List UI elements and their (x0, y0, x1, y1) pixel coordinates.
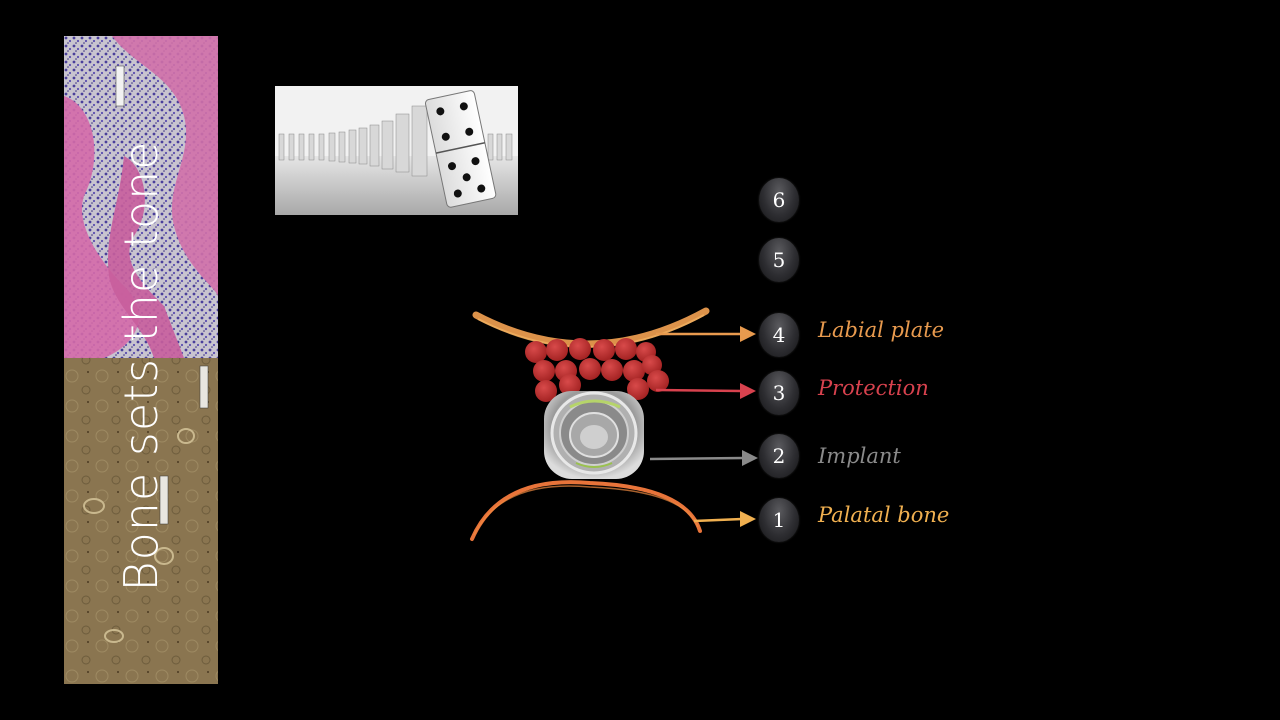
implant-shape (544, 391, 644, 479)
label-protection: Protection (818, 376, 929, 400)
step-number-1: 1 (759, 498, 799, 542)
label-labial-plate: Labial plate (818, 318, 945, 342)
protection-graft-particles (525, 338, 669, 402)
falling-dominoes-image (275, 86, 518, 215)
arrow-labial-plate (656, 326, 756, 342)
step-number-4: 4 (759, 313, 799, 357)
step-number-6: 6 (759, 178, 799, 222)
implant-cross-section-diagram (460, 295, 790, 555)
step-number-5: 5 (759, 238, 799, 282)
arrow-protection (655, 383, 756, 399)
label-palatal-bone: Palatal bone (818, 503, 950, 527)
arrow-implant (649, 450, 758, 466)
palatal-bone-shape (470, 480, 702, 541)
label-implant: Implant (818, 444, 901, 468)
step-number-3: 3 (759, 371, 799, 415)
step-number-2: 2 (759, 434, 799, 478)
labial-plate-shape (472, 307, 710, 348)
arrow-palatal-bone (693, 511, 756, 527)
bone-histology-image (64, 36, 218, 684)
